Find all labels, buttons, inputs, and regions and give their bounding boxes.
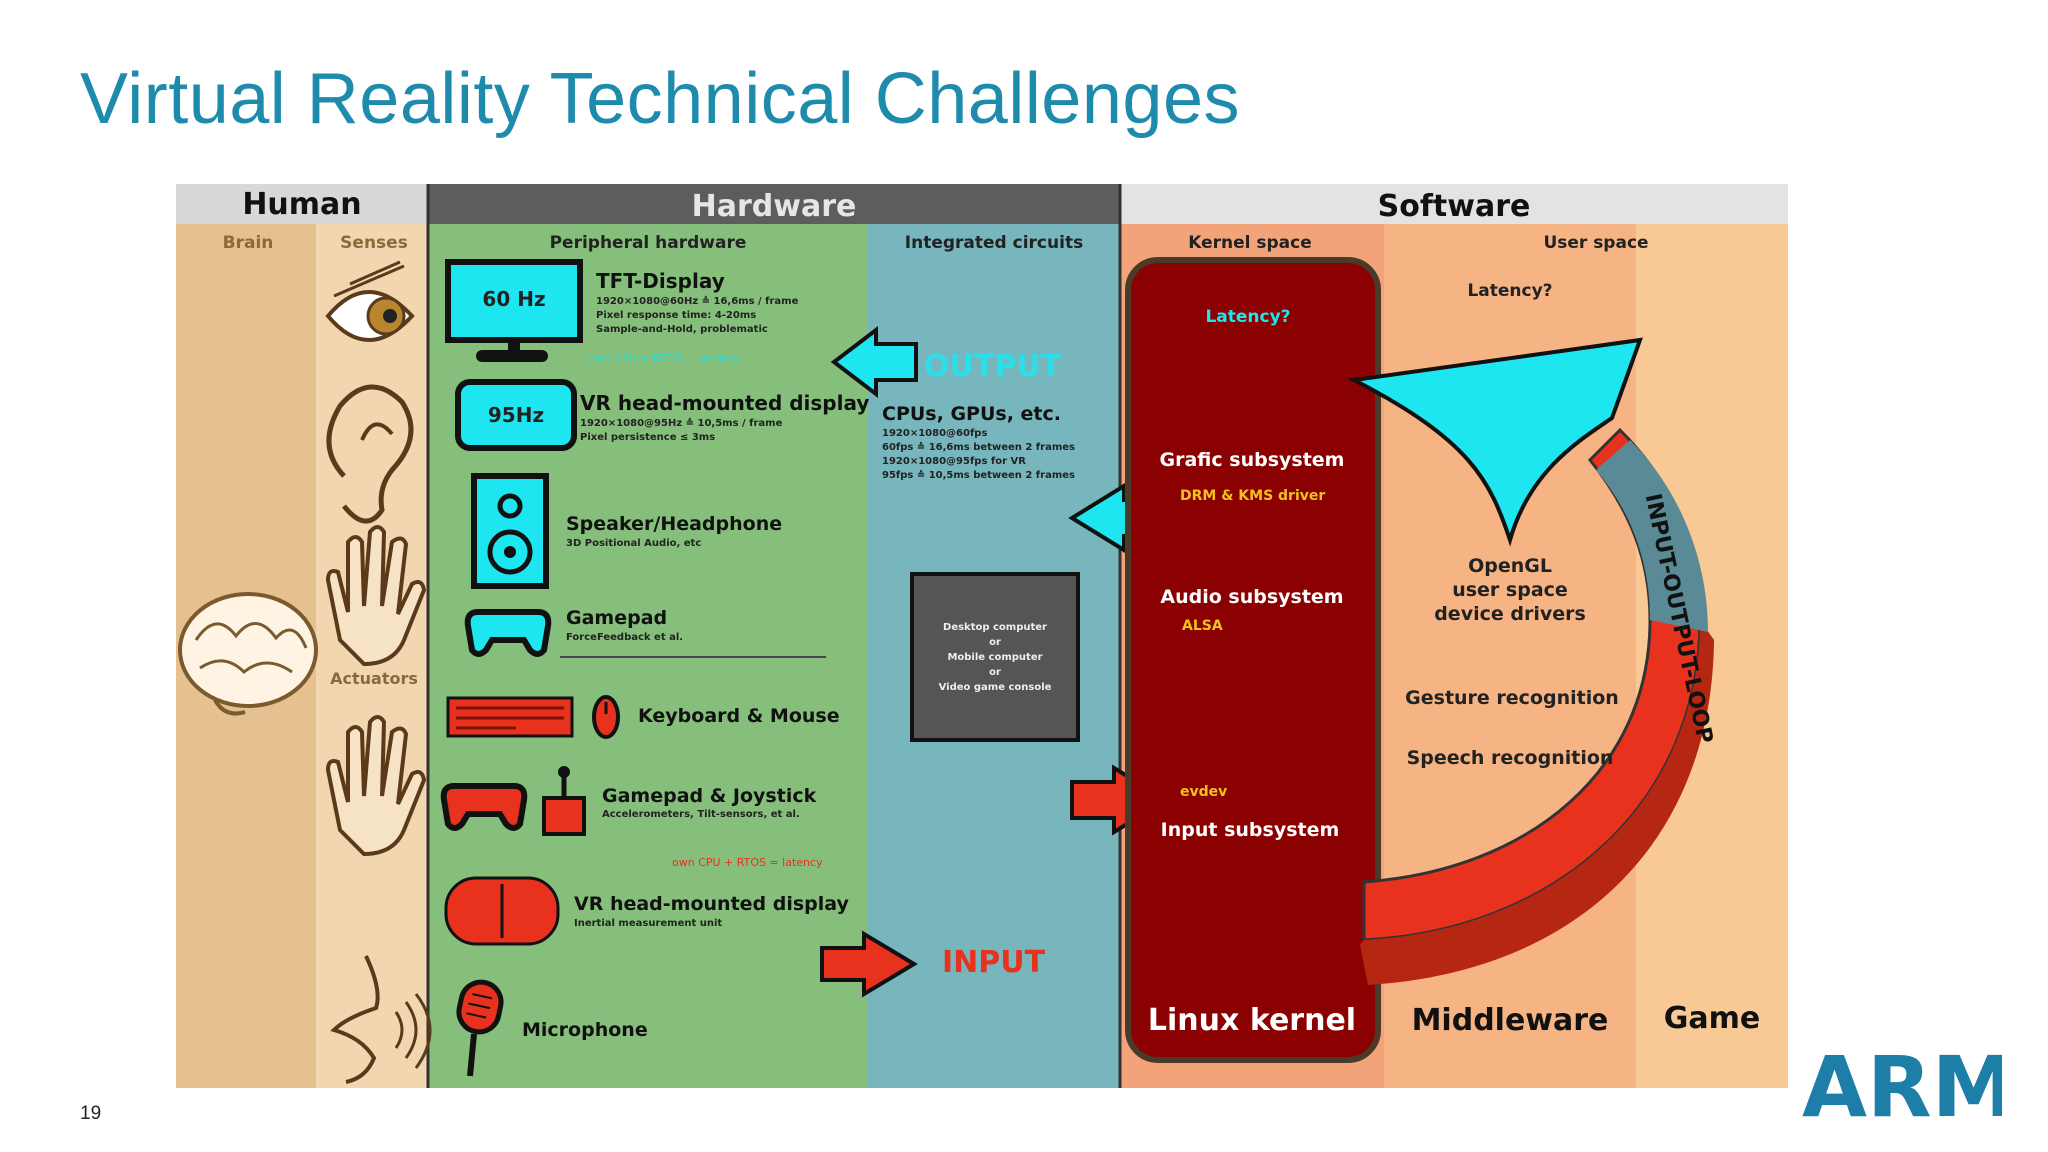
vr-hmd-output-icon [455,379,577,451]
user-space-label: User space [1543,233,1648,253]
input-output-loop-arrow [1347,337,1714,985]
microphone-icon [456,979,504,1077]
page-number: 19 [80,1103,102,1124]
input-label: INPUT [942,945,1046,980]
keyboard-mouse-title: Keyboard & Mouse [638,705,840,727]
gamepad-joystick-icon [440,766,586,836]
drm-kms-driver: DRM & KMS driver [1180,488,1325,504]
cpu-title: CPUs, GPUs, etc. [882,403,1061,425]
tft-spec-1: 1920×1080@60Hz ≙ 16,6ms / frame [596,295,799,307]
tft-spec-2: Pixel response time: 4-20ms [596,310,756,321]
rtos-latency-note: own CPU + RTOS = latency [672,856,823,869]
cpu-spec-3: 1920×1080@95fps for VR [882,456,1026,467]
input-subsystem: Input subsystem [1161,819,1340,841]
computer-line-2: or [989,637,1001,648]
hardware-header [428,184,1120,224]
vr-hmd-refresh-badge: 95Hz [488,403,544,427]
cpu-spec-2: 60fps ≙ 16,6ms between 2 frames [882,441,1075,453]
output-label: OUTPUT [924,349,1062,384]
tft-title: TFT-Display [596,269,725,293]
input-arrow [820,930,918,998]
opengl-line-3: device drivers [1434,603,1586,625]
cpu-spec-4: 95fps ≙ 10,5ms between 2 frames [882,469,1075,481]
gamepad-output-title: Gamepad [566,607,667,629]
microphone-title: Microphone [522,1019,648,1041]
eye-icon [325,260,415,342]
linux-kernel-box [1125,257,1381,1063]
vr-hmd-input-icon [444,876,560,946]
ear-icon [326,384,414,524]
vr-hmd-output-spec-2: Pixel persistence ≤ 3ms [580,432,715,443]
peripheral-label: Peripheral hardware [550,233,747,253]
alsa-label: ALSA [1182,618,1223,634]
computer-line-5: Video game console [939,682,1052,693]
opengl-line-2: user space [1452,579,1568,601]
tft-display-icon [445,259,583,362]
speaker-sub: 3D Positional Audio, etc [566,538,701,549]
arm-logo-text: ARM [1802,1044,2002,1124]
software-header [1120,184,1788,224]
slide-title: Virtual Reality Technical Challenges [80,59,1240,139]
tft-refresh-badge: 60 Hz [482,287,545,311]
grafic-subsystem: Grafic subsystem [1160,449,1345,471]
cpu-spec-1: 1920×1080@60fps [882,428,987,439]
vr-hmd-output-title: VR head-mounted display [580,391,869,415]
vr-hmd-output-spec-1: 1920×1080@95Hz ≙ 10,5ms / frame [580,417,783,429]
mouth-voice-icon [330,955,432,1084]
software-header-label: Software [1378,189,1531,224]
middleware-label: Middleware [1412,1003,1609,1038]
evdev-label: evdev [1180,784,1227,800]
vr-hmd-input-title: VR head-mounted display [574,893,850,915]
hand-sense-icon [325,525,427,667]
speaker-icon [471,473,549,589]
computer-box [910,572,1080,742]
arm-logo: ARM [1802,1044,2002,1124]
hardware-header-label: Hardware [692,189,857,224]
kernel-label: Kernel space [1188,233,1312,253]
keyboard-mouse-icon [446,695,620,739]
brain-label: Brain [223,233,274,253]
gamepad-joystick-title: Gamepad & Joystick [602,785,817,807]
computer-line-3: Mobile computer [947,652,1042,663]
vr-hmd-input-sub: Inertial measurement unit [574,918,722,929]
user-latency: Latency? [1467,281,1552,301]
output-arrow [830,325,918,399]
gamepad-joystick-sub: Accelerometers, Tilt-sensors, et al. [602,809,800,820]
integrated-label: Integrated circuits [905,233,1083,253]
tft-spec-3: Sample-and-Hold, problematic [596,324,768,335]
speech-recognition: Speech recognition [1407,747,1614,769]
human-header [176,184,428,224]
gesture-recognition: Gesture recognition [1405,687,1619,709]
computer-line-1: Desktop computer [943,622,1047,633]
audio-subsystem: Audio subsystem [1160,586,1343,608]
game-label: Game [1664,1001,1760,1036]
computer-line-4: or [989,667,1001,678]
tft-latency-note: own CPU + RTOS = latency [588,352,739,365]
gamepad-output-icon [464,609,552,657]
kernel-latency: Latency? [1205,307,1290,327]
human-header-label: Human [242,187,361,222]
brain-icon [178,592,318,716]
senses-label: Senses [340,233,408,253]
gamepad-output-sub: ForceFeedback et al. [566,632,683,643]
actuators-label: Actuators [330,669,418,688]
speaker-title: Speaker/Headphone [566,513,782,535]
linux-kernel-label: Linux kernel [1148,1003,1356,1038]
hand-actuator-icon [325,715,427,857]
opengl-line-1: OpenGL [1468,555,1552,577]
